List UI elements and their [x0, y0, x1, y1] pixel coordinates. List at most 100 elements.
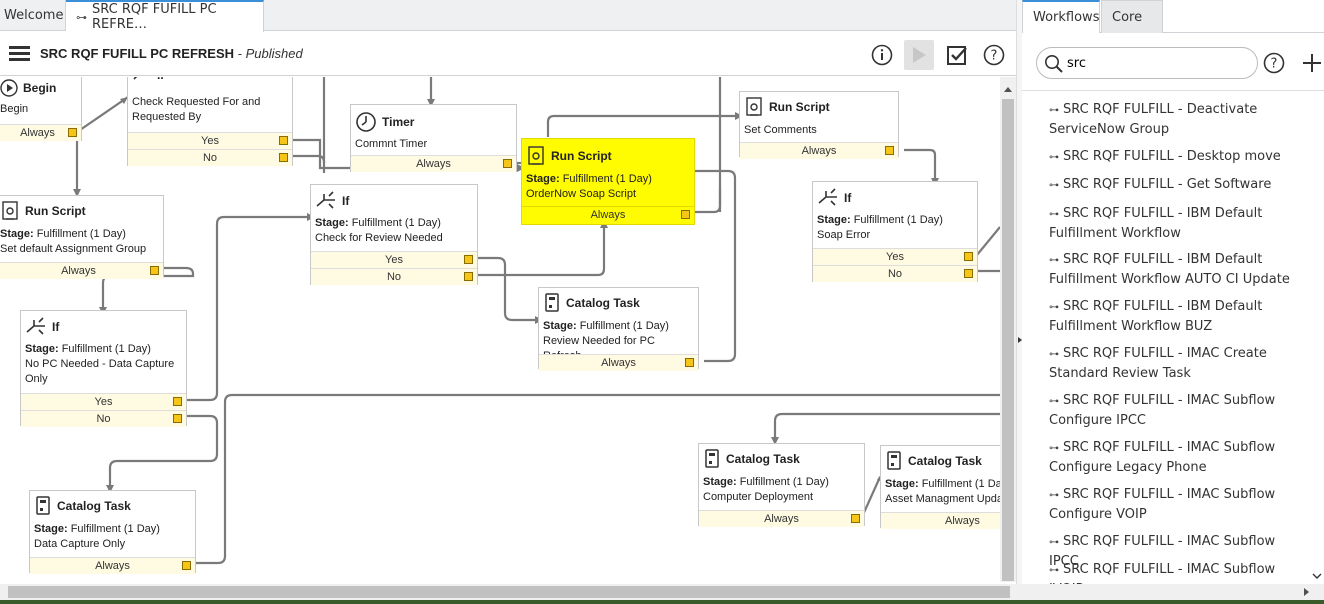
node-body: Stage: Fulfillment (1 Day) Computer Depl…	[703, 475, 860, 505]
help-icon[interactable]: ?	[1263, 52, 1285, 79]
workflow-canvas[interactable]: Begin Begin Always .. Check Requested Fo…	[0, 77, 1000, 582]
help-icon[interactable]: ?	[979, 40, 1009, 70]
panel-divider[interactable]	[1016, 0, 1022, 584]
stage-value: Fulfillment (1 Day)	[853, 214, 943, 226]
collapse-arrow-icon[interactable]	[1017, 336, 1023, 344]
list-item-label: SRC RQF FULFILL - IMAC Subflow IPCC	[1049, 534, 1276, 569]
output-port[interactable]	[464, 272, 473, 281]
transition-no[interactable]: No	[311, 268, 477, 285]
node-title: Run Script	[551, 149, 612, 163]
scroll-right-icon[interactable]	[1298, 584, 1314, 600]
list-item[interactable]: ⊶SRC RQF FULFILL - IMAC Create Standard …	[1049, 344, 1299, 383]
tab-core[interactable]: Core	[1101, 0, 1163, 33]
output-port[interactable]	[685, 358, 694, 367]
list-item[interactable]: ⊶SRC RQF FULFILL - IMAC Subflow IPCC	[1049, 532, 1299, 571]
list-item-label: SRC RQF FULFILL - IMAC Create Standard R…	[1049, 346, 1267, 381]
transition-no[interactable]: No	[813, 265, 977, 282]
tab-workflow[interactable]: ⊶ SRC RQF FUFILL PC REFRE…	[66, 0, 264, 32]
run-script-soap-node[interactable]: Run Script Stage: Fulfillment (1 Day) Or…	[521, 138, 695, 225]
timer-node[interactable]: Timer Commnt Timer Always	[350, 104, 517, 172]
node-header: If	[25, 316, 59, 338]
catalog-task-computer-node[interactable]: Catalog Task Stage: Fulfillment (1 Day) …	[698, 443, 865, 527]
menu-icon[interactable]	[9, 46, 30, 62]
transition-label: Yes	[94, 396, 113, 408]
list-item[interactable]: ⊶SRC RQF FULFILL - IMAC Subflow Configur…	[1049, 485, 1299, 524]
catalog-task-asset-node[interactable]: Catalog Task Stage: Fulfillment (1 Da As…	[880, 445, 1000, 529]
transition-yes[interactable]: Yes	[311, 251, 477, 268]
stage-value: Fulfillment (1 Da	[921, 478, 1000, 490]
list-item[interactable]: ⊶SRC RQF FULFILL - IMAC Subflow Configur…	[1049, 438, 1299, 477]
scroll-thumb[interactable]	[1002, 99, 1014, 581]
play-icon[interactable]	[904, 40, 934, 70]
info-icon[interactable]	[867, 40, 897, 70]
checkbox-icon[interactable]	[942, 40, 972, 70]
list-item[interactable]: ⊶SRC RQF FULFILL - IMAC Subflow Configur…	[1049, 391, 1299, 430]
output-port[interactable]	[885, 146, 894, 155]
catalog-task-review-node[interactable]: Catalog Task Stage: Fulfillment (1 Day) …	[538, 287, 699, 371]
catalog-task-data-capture-node[interactable]: Catalog Task Stage: Fulfillment (1 Day) …	[29, 490, 196, 574]
node-header: Run Script	[526, 145, 612, 167]
list-item[interactable]: ⊶SRC RQF FULFILL - Get Software	[1049, 175, 1299, 195]
check-requested-node[interactable]: .. Check Requested For and Requested By …	[127, 77, 293, 166]
transition-no[interactable]: No	[128, 149, 292, 166]
list-item[interactable]: ⊶SRC RQF FULFILL - Deactivate ServiceNow…	[1049, 100, 1299, 139]
run-script-assignment-node[interactable]: Run Script Stage: Fulfillment (1 Day) Se…	[0, 195, 164, 279]
stage-value: Fulfillment (1 Day)	[351, 217, 441, 229]
canvas-vertical-scrollbar[interactable]	[1000, 77, 1016, 582]
stage-value: Fulfillment (1 Day)	[36, 228, 126, 240]
if-no-pc-node[interactable]: If Stage: Fulfillment (1 Day) No PC Need…	[20, 310, 187, 427]
scroll-down-icon[interactable]	[1312, 571, 1322, 581]
output-port[interactable]	[964, 252, 973, 261]
transition-yes[interactable]: Yes	[813, 248, 977, 265]
output-port[interactable]	[851, 514, 860, 523]
node-description: Set default Assignment Group	[0, 243, 147, 255]
output-port[interactable]	[173, 414, 182, 423]
begin-node[interactable]: Begin Begin Always	[0, 77, 82, 141]
list-item[interactable]: ⊶SRC RQF FULFILL - IBM Default Fulfillme…	[1049, 204, 1299, 243]
transition-always[interactable]: Always	[881, 512, 1000, 529]
transition-no[interactable]: No	[21, 410, 186, 427]
list-item[interactable]: ⊶SRC RQF FULFILL - IBM Default Fulfillme…	[1049, 297, 1299, 336]
workflow-search[interactable]	[1036, 47, 1258, 79]
output-port[interactable]	[173, 397, 182, 406]
output-port[interactable]	[68, 128, 77, 137]
transition-yes[interactable]: Yes	[21, 393, 186, 410]
output-port[interactable]	[964, 269, 973, 278]
set-comments-node[interactable]: Run Script Set Comments Always	[739, 91, 899, 159]
if-icon	[316, 191, 335, 209]
transition-always[interactable]: Always	[522, 206, 694, 223]
node-body: Set Comments	[744, 124, 817, 136]
output-port[interactable]	[681, 210, 690, 219]
output-port[interactable]	[279, 153, 288, 162]
transition-always[interactable]: Always	[351, 155, 516, 172]
output-port[interactable]	[150, 266, 159, 275]
scroll-up-icon[interactable]	[1000, 81, 1016, 97]
scroll-thumb[interactable]	[8, 586, 1010, 598]
if-review-node[interactable]: If Stage: Fulfillment (1 Day) Check for …	[310, 184, 478, 285]
horizontal-scrollbar[interactable]	[0, 584, 1324, 600]
search-input[interactable]	[1067, 54, 1247, 72]
list-item[interactable]: ⊶SRC RQF FULFILL - IMAC Subflow IVOIP	[1049, 560, 1299, 584]
output-port[interactable]	[182, 561, 191, 570]
transition-yes[interactable]: Yes	[128, 132, 292, 149]
tab-workflows[interactable]: Workflows	[1022, 0, 1100, 33]
output-port[interactable]	[279, 136, 288, 145]
transition-label: No	[887, 268, 903, 280]
output-port[interactable]	[503, 159, 512, 168]
if-icon	[133, 77, 138, 80]
list-item[interactable]: ⊶SRC RQF FULFILL - IBM Default Fulfillme…	[1049, 250, 1299, 289]
transition-always[interactable]: Always	[30, 557, 195, 574]
transition-label: No	[386, 271, 402, 283]
transition-always[interactable]: Always	[740, 142, 898, 159]
output-port[interactable]	[464, 255, 473, 264]
workflow-icon: ⊶	[1049, 302, 1059, 313]
tab-welcome[interactable]: Welcome	[0, 0, 66, 31]
search-icon	[1045, 55, 1063, 73]
transition-always[interactable]: Always	[539, 354, 698, 371]
list-item[interactable]: ⊶SRC RQF FULFILL - Desktop move	[1049, 147, 1299, 167]
add-icon[interactable]	[1300, 52, 1324, 79]
if-soap-error-node[interactable]: If Stage: Fulfillment (1 Day) Soap Error…	[812, 181, 978, 282]
transition-always[interactable]: Always	[699, 510, 864, 527]
transition-always[interactable]: Always	[0, 124, 81, 141]
transition-always[interactable]: Always	[0, 262, 163, 279]
